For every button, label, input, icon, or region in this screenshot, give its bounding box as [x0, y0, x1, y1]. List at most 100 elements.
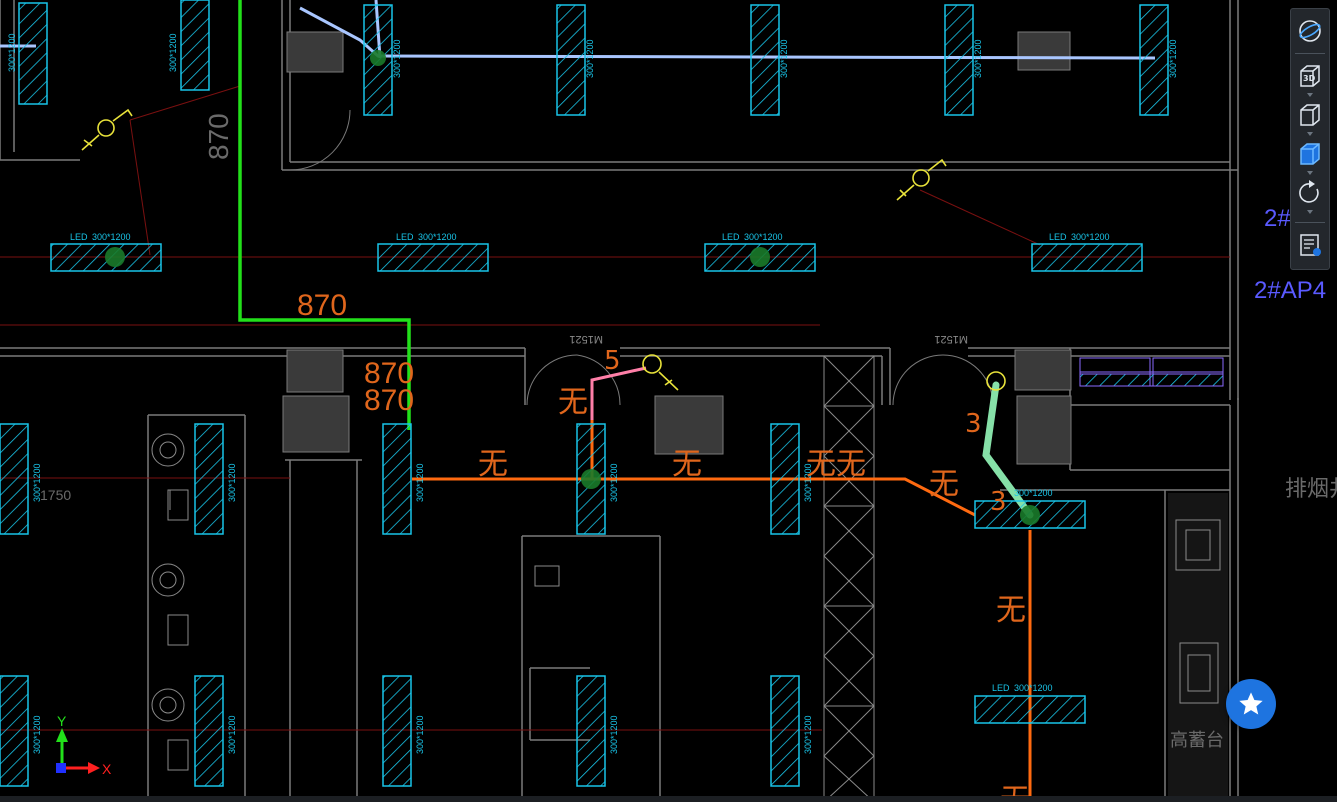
orbit-button[interactable] [1294, 15, 1326, 47]
svg-text:无: 无 [478, 447, 508, 482]
svg-text:300*1200: 300*1200 [418, 232, 457, 242]
star-icon [1239, 692, 1263, 715]
view-toolbar: 3D [1290, 8, 1330, 270]
svg-text:300*1200: 300*1200 [392, 39, 402, 78]
dimension-labels: 870 870 870 [297, 289, 414, 417]
svg-text:300*1200: 300*1200 [415, 463, 425, 502]
svg-text:3: 3 [965, 409, 982, 439]
led-fixtures-vertical [0, 0, 1169, 787]
chevron-down-icon[interactable] [1307, 132, 1313, 136]
svg-text:300*1200: 300*1200 [168, 33, 178, 72]
chevron-down-icon[interactable] [1307, 210, 1313, 214]
display-mode-button[interactable] [1294, 138, 1326, 170]
cube-view-button[interactable] [1294, 99, 1326, 131]
svg-text:LED: LED [722, 232, 740, 242]
view-3d-button[interactable]: 3D [1294, 60, 1326, 92]
svg-text:无: 无 [558, 385, 588, 420]
cube-view-icon [1300, 104, 1320, 126]
svg-text:300*1200: 300*1200 [227, 715, 237, 754]
wire-green [238, 0, 411, 430]
wire-mint [982, 381, 1034, 519]
svg-text:300*1200: 300*1200 [92, 232, 131, 242]
toolbar-divider [1295, 222, 1325, 223]
svg-text:无: 无 [836, 447, 866, 482]
view-3d-label: 3D [1303, 74, 1316, 83]
svg-text:LED: LED [70, 232, 88, 242]
svg-text:300*1200: 300*1200 [227, 463, 237, 502]
svg-text:300*1200: 300*1200 [1014, 488, 1053, 498]
svg-text:无: 无 [996, 593, 1026, 628]
led-fixture [944, 4, 974, 116]
lattice-column [823, 355, 875, 802]
properties-button[interactable] [1294, 229, 1326, 261]
wire-tags: 无 无 无 无 无 无 无 无 5 3 3 [478, 346, 1030, 802]
svg-text:300*1200: 300*1200 [1168, 39, 1178, 78]
dim-left: 1750 [40, 487, 71, 503]
furniture [151, 433, 560, 771]
led-fixture [382, 675, 412, 787]
led-fixture [18, 2, 48, 105]
svg-text:300*1200: 300*1200 [585, 39, 595, 78]
switch-symbols [81, 108, 1006, 391]
shaft-area [1168, 493, 1228, 799]
led-fixture [556, 4, 586, 116]
svg-text:M1521: M1521 [569, 333, 603, 345]
svg-text:5: 5 [604, 346, 621, 376]
svg-text:X: X [102, 761, 112, 777]
svg-text:300*1200: 300*1200 [744, 232, 783, 242]
rotate-button[interactable] [1294, 177, 1326, 209]
display-mode-icon [1300, 143, 1320, 165]
svg-text:300*1200: 300*1200 [1071, 232, 1110, 242]
svg-text:870: 870 [297, 289, 347, 322]
equipment-boxes [1079, 357, 1224, 387]
room-tags: M1521 M1521 [569, 333, 968, 345]
exhaust-label: 排烟井 [1285, 477, 1337, 502]
svg-text:LED: LED [396, 232, 414, 242]
svg-text:2#: 2# [1264, 205, 1291, 232]
wire-pink [590, 366, 647, 420]
chevron-down-icon[interactable] [1307, 93, 1313, 97]
orbit-icon [1299, 20, 1321, 42]
wall-lines [0, 0, 1239, 802]
svg-text:300*1200: 300*1200 [609, 715, 619, 754]
svg-text:Y: Y [57, 713, 67, 729]
led-fixture [576, 675, 606, 787]
led-fixture [974, 695, 1086, 724]
view-3d-icon [1300, 65, 1320, 87]
led-fixture [750, 4, 780, 116]
svg-text:300*1200: 300*1200 [32, 463, 42, 502]
svg-text:300*1200: 300*1200 [7, 33, 17, 72]
led-fixture [382, 423, 412, 535]
ap-labels: 2# 2#AP4 [1254, 205, 1326, 304]
svg-text:300*1200: 300*1200 [32, 715, 42, 754]
svg-text:870: 870 [364, 384, 414, 417]
chevron-down-icon[interactable] [1307, 171, 1313, 175]
properties-icon [1300, 234, 1321, 256]
led-fixture [0, 423, 29, 535]
led-fixture [194, 675, 224, 787]
stage-label: 高蓄台 [1170, 730, 1224, 751]
svg-text:3: 3 [990, 487, 1007, 517]
svg-text:870: 870 [364, 357, 414, 390]
led-fixture [770, 675, 800, 787]
dim-vertical: 870 [203, 113, 234, 160]
columns [282, 31, 1072, 465]
svg-text:M1521: M1521 [934, 333, 968, 345]
led-fixture [1139, 4, 1169, 116]
fixture-labels-vertical: 300*1200 300*1200 300*1200 300*1200 300*… [7, 33, 1178, 754]
svg-text:2#AP4: 2#AP4 [1254, 277, 1326, 304]
svg-text:300*1200: 300*1200 [803, 463, 813, 502]
led-fixture [377, 243, 489, 272]
fixture-markers [105, 50, 1040, 525]
toolbar-divider [1295, 53, 1325, 54]
led-fixture [180, 0, 210, 91]
fixture-labels: LED 300*1200 LED 300*1200 LED 300*1200 L… [70, 232, 1110, 693]
favorite-button[interactable] [1226, 679, 1276, 729]
svg-text:LED: LED [1049, 232, 1067, 242]
led-fixture [194, 423, 224, 535]
status-strip [0, 796, 1337, 802]
svg-text:无: 无 [672, 447, 702, 482]
svg-text:300*1200: 300*1200 [415, 715, 425, 754]
svg-text:LED: LED [992, 683, 1010, 693]
